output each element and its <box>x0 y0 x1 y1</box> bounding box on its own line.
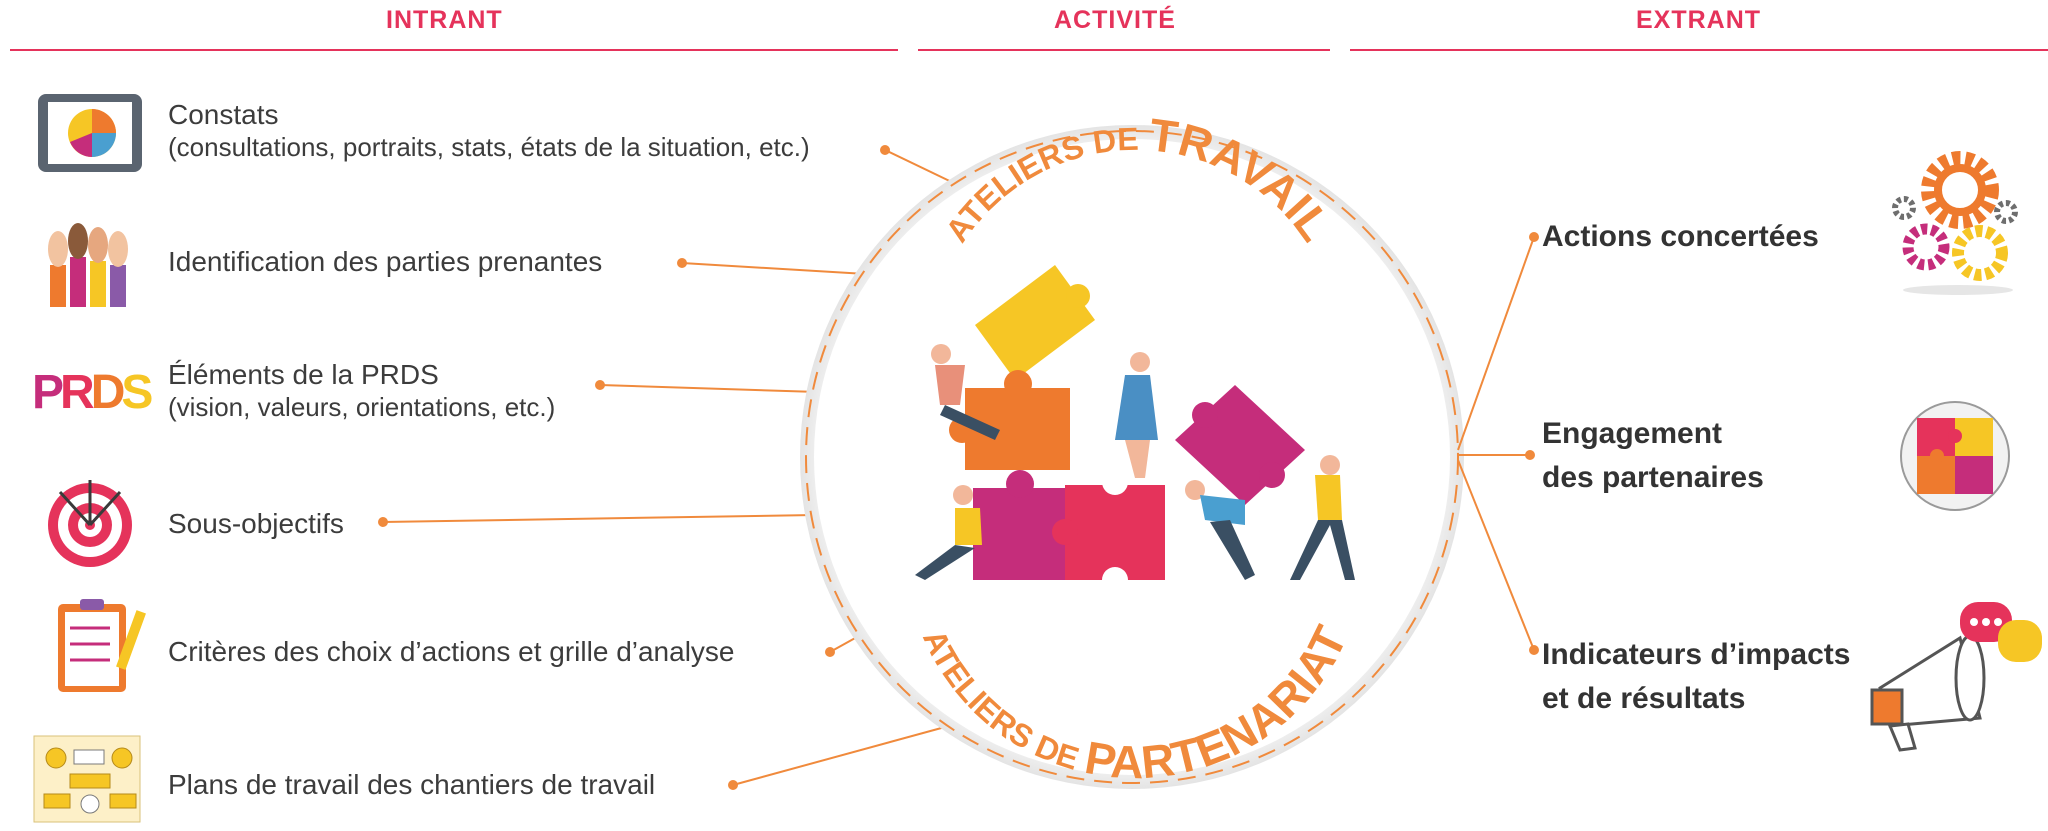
input-plans-de-travail: Plans de travail des chantiers de travai… <box>168 769 656 800</box>
input-criteres: Critères des choix d’actions et grille d… <box>168 636 735 667</box>
input-parties-prenantes: Identification des parties prenantes <box>168 246 603 277</box>
header-rule-activite <box>918 49 1330 51</box>
input-constats-title: Constats <box>168 99 279 130</box>
input-constats-detail: (consultations, portraits, stats, états … <box>168 132 810 162</box>
target-icon <box>40 470 140 575</box>
output-engagement: Engagement des partenaires <box>1542 412 1764 500</box>
header-activite: ACTIVITÉ <box>1054 6 1176 34</box>
output-engagement-line2: des partenaires <box>1542 461 1764 494</box>
puzzle-team-icon <box>1893 396 2018 521</box>
header-intrant: INTRANT <box>386 6 503 34</box>
input-sous-objectifs: Sous-objectifs <box>168 508 344 539</box>
gears-icon <box>1880 150 2025 305</box>
megaphone-icon <box>1860 598 2048 763</box>
output-indicateurs-line1: Indicateurs d’impacts <box>1542 638 1851 671</box>
header-rule-extrant <box>1350 49 2048 51</box>
input-constats: Constats (consultations, portraits, stat… <box>168 98 810 164</box>
prds-logo: PRDS <box>32 365 153 420</box>
prds-logo-p: P <box>32 366 64 419</box>
flowchart-plan-icon <box>30 732 145 831</box>
output-actions-concertees: Actions concertées <box>1542 215 1819 259</box>
tablet-pie-chart-icon <box>30 80 150 185</box>
input-elements-prds-detail: (vision, valeurs, orientations, etc.) <box>168 392 556 422</box>
input-connectors <box>378 145 961 790</box>
prds-logo-d: D <box>90 366 126 419</box>
header-extrant: EXTRANT <box>1636 6 1762 34</box>
output-connectors <box>1457 232 1539 655</box>
output-indicateurs-line2: et de résultats <box>1542 682 1746 715</box>
output-indicateurs: Indicateurs d’impacts et de résultats <box>1542 633 1850 721</box>
input-elements-prds: Éléments de la PRDS (vision, valeurs, or… <box>168 358 555 424</box>
raised-hands-icon <box>36 205 146 315</box>
output-actions-concertees-line1: Actions concertées <box>1542 220 1819 253</box>
clipboard-checklist-icon <box>52 596 152 701</box>
header-rule-intrant <box>10 49 898 51</box>
prds-logo-s: S <box>121 366 153 419</box>
activity-dashed-ring <box>805 130 1459 784</box>
people-assembling-puzzle-illustration <box>915 265 1355 593</box>
output-engagement-line1: Engagement <box>1542 417 1723 450</box>
prds-logo-r: R <box>60 366 95 419</box>
input-elements-prds-title: Éléments de la PRDS <box>168 359 439 390</box>
